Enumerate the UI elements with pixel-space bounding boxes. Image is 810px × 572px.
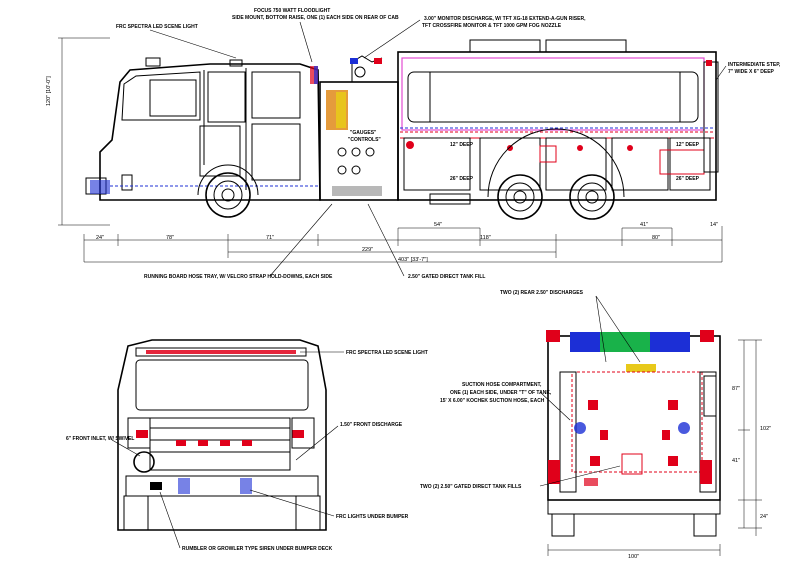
dim-tail: 14" bbox=[710, 222, 718, 228]
dim-rear-overhang: 80" bbox=[652, 235, 660, 241]
label-deep-26-b: 26" DEEP bbox=[676, 176, 700, 182]
callout-scene-light: FRC SPECTRA LED SCENE LIGHT bbox=[116, 24, 198, 30]
rear-callout-suction-3: 15' X 6.00" KOCHEK SUCTION HOSE, EACH bbox=[440, 398, 545, 404]
callout-monitor-2: TFT CROSSFIRE MONITOR & TFT 1000 GPM FOG… bbox=[422, 23, 562, 29]
dim-wheelbase: 229" bbox=[362, 247, 373, 253]
rear-callout-suction-2: ONE (1) EACH SIDE, UNDER "T" OF TANK, bbox=[450, 390, 552, 396]
dim-rear-step: 41" bbox=[640, 222, 648, 228]
front-view: FRC SPECTRA LED SCENE LIGHT 6" FRONT INL… bbox=[66, 339, 428, 552]
dim-pump-module: 71" bbox=[266, 235, 274, 241]
body-tank: 12" DEEP 26" DEEP 12" DEEP 26" DEEP bbox=[397, 39, 719, 205]
rear-dim-overall: 102" bbox=[760, 426, 771, 432]
front-callout-fog-lights: FRC LIGHTS UNDER BUMPER bbox=[336, 514, 409, 520]
front-callout-siren: RUMBLER OR GROWLER TYPE SIREN UNDER BUMP… bbox=[182, 546, 333, 552]
dim-cab: 78" bbox=[166, 235, 174, 241]
dim-overall: 403" [33'-7"] bbox=[398, 257, 428, 263]
callout-intermediate-step-1: INTERMEDIATE STEP, bbox=[728, 62, 781, 68]
label-gauges: "GAUGES" bbox=[350, 130, 377, 136]
rear-callout-discharges: TWO (2) REAR 2.50" DISCHARGES bbox=[500, 290, 584, 296]
cab bbox=[85, 57, 321, 201]
front-callout-front-inlet: 6" FRONT INLET, W/ SWIVEL bbox=[66, 436, 134, 442]
rear-dim-lower: 41" bbox=[732, 458, 740, 464]
rear-dim-width: 100" bbox=[628, 554, 639, 560]
callout-running-board: RUNNING BOARD HOSE TRAY, W/ VELCRO STRAP… bbox=[144, 274, 333, 280]
label-deep-12-b: 12" DEEP bbox=[676, 142, 700, 148]
rear-view: 87" 102" 41" 24" 100" TWO (2) REAR 2.50"… bbox=[420, 290, 771, 560]
label-controls: "CONTROLS" bbox=[348, 137, 381, 143]
front-callout-scene-light: FRC SPECTRA LED SCENE LIGHT bbox=[346, 350, 428, 356]
callout-floodlight-2: SIDE MOUNT, BOTTOM RAISE, ONE (1) EACH S… bbox=[232, 15, 399, 21]
front-wheel bbox=[197, 164, 259, 218]
pump-module: "GAUGES" "CONTROLS" bbox=[319, 55, 399, 201]
front-callout-front-discharge: 1.50" FRONT DISCHARGE bbox=[340, 422, 403, 428]
rear-wheels bbox=[487, 128, 625, 220]
callout-monitor-1: 3.00" MONITOR DISCHARGE, W/ TFT XG-18 EX… bbox=[424, 16, 586, 22]
rear-callout-tank-fills: TWO (2) 2.50" GATED DIRECT TANK FILLS bbox=[420, 484, 522, 490]
dim-body-a: 54" bbox=[434, 222, 442, 228]
rear-dim-base: 24" bbox=[760, 514, 768, 520]
side-dimensions: 24" 78" 71" 54" 118" 41" 80" 14" 229" 40… bbox=[83, 222, 723, 263]
dim-height: 120" [10'-0"] bbox=[46, 76, 52, 106]
dim-front-overhang: 24" bbox=[96, 235, 104, 241]
rear-callout-suction-1: SUCTION HOSE COMPARTMENT, bbox=[462, 382, 542, 388]
side-callouts: FRC SPECTRA LED SCENE LIGHT FOCUS 750 WA… bbox=[116, 8, 781, 280]
label-deep-26-a: 26" DEEP bbox=[450, 176, 474, 182]
callout-intermediate-step-2: 7" WIDE X 6" DEEP bbox=[728, 69, 775, 75]
side-view: 120" [10'-0"] bbox=[46, 8, 781, 280]
dim-body-b: 118" bbox=[480, 235, 491, 241]
callout-direct-tank-fill: 2.50" GATED DIRECT TANK FILL bbox=[408, 274, 485, 280]
callout-floodlight-1: FOCUS 750 WATT FLOODLIGHT bbox=[254, 8, 330, 14]
rear-dim-upper: 87" bbox=[732, 386, 740, 392]
label-deep-12-a: 12" DEEP bbox=[450, 142, 474, 148]
